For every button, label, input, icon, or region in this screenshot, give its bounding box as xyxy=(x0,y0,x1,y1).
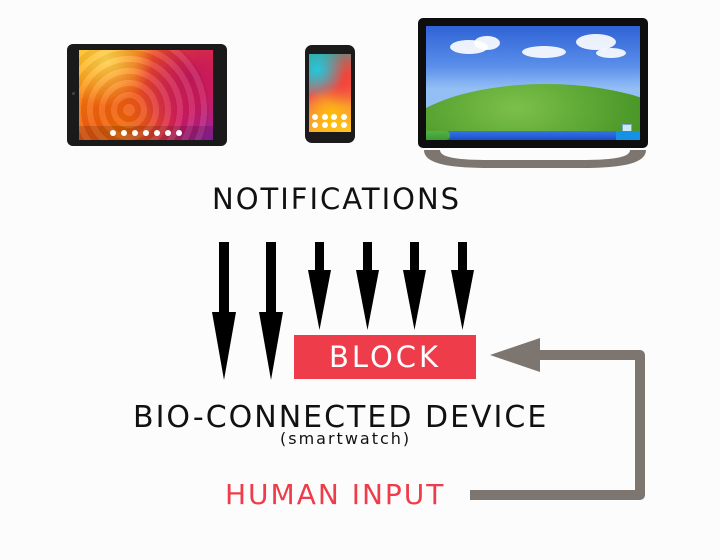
notification-arrow-blocked xyxy=(308,242,331,330)
block-box: BLOCK xyxy=(294,335,476,379)
notification-arrow-passing xyxy=(212,242,236,380)
notification-arrow-blocked xyxy=(356,242,379,330)
block-label: BLOCK xyxy=(294,335,476,379)
notification-arrow-passing xyxy=(259,242,283,380)
human-input-label: HUMAN INPUT xyxy=(225,478,465,516)
device-sublabel: (smartwatch) xyxy=(280,429,420,451)
notification-arrow-blocked xyxy=(451,242,474,330)
notification-arrow-blocked xyxy=(403,242,426,330)
